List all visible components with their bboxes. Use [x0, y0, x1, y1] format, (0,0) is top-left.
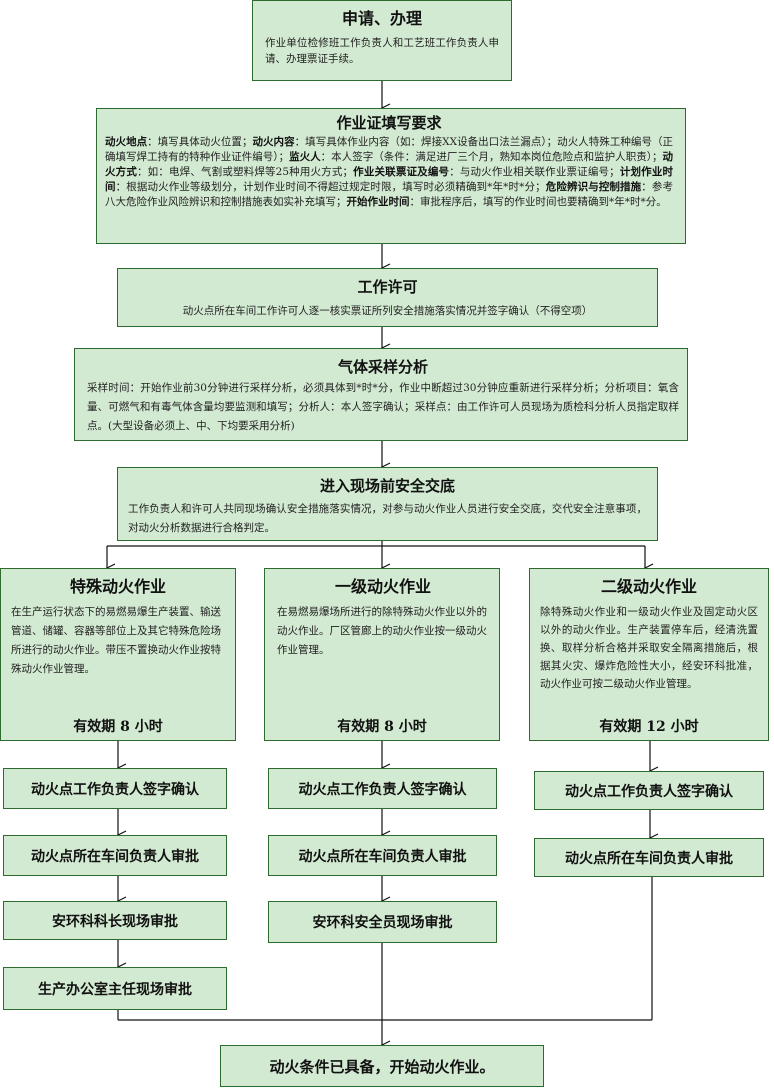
- branch-level1-desc: 在易燃易爆场所进行的除特殊动火作业以外的动火作业。厂区管廊上的动火作业按一级动火…: [277, 606, 487, 656]
- apply-title: 申请、办理: [341, 9, 422, 28]
- level2-step-2: 动火点所在车间负责人审批: [534, 838, 764, 877]
- branch-level2: 二级动火作业 除特殊动火作业和一级动火作业及固定动火区以外的动火作业。生产装置停…: [529, 568, 769, 741]
- requirement-text: ：填写具体动火位置；: [147, 136, 253, 148]
- gas-title: 气体采样分析: [337, 358, 428, 376]
- requirement-text: ：如：电焊、气割或塑料焊等25种用火方式；: [137, 166, 354, 178]
- requirements-text: 动火地点：填写具体动火位置；动火内容：填写具体作业内容（如：焊接XX设备出口法兰…: [105, 135, 673, 210]
- branch-special-desc: 在生产运行状态下的易燃易爆生产装置、输送管道、储罐、容器等部位上及其它特殊危险场…: [11, 606, 221, 675]
- requirement-text: ：审批程序后，填写的作业时间也要精确到*年*时*分。: [409, 196, 667, 208]
- branch-special-title: 特殊动火作业: [69, 577, 166, 596]
- level1-step-1: 动火点工作负责人签字确认: [268, 768, 497, 809]
- requirement-key: 计划作业时间: [105, 166, 674, 193]
- branch-level2-desc: 除特殊动火作业和一级动火作业及固定动火区以外的动火作业。生产装置停车后，经清洗置…: [540, 606, 758, 690]
- briefing-desc: 工作负责人和许可人共同现场确认安全措施落实情况，对参与动火作业人员进行安全交底，…: [128, 503, 647, 534]
- final-box: 动火条件已具备，开始动火作业。: [220, 1045, 544, 1087]
- branch-level1: 一级动火作业 在易燃易爆场所进行的除特殊动火作业以外的动火作业。厂区管廊上的动火…: [264, 568, 500, 741]
- requirement-key: 作业关联票证及编号: [353, 166, 450, 178]
- branch-level1-title: 一级动火作业: [334, 577, 431, 596]
- branch-special: 特殊动火作业 在生产运行状态下的易燃易爆生产装置、输送管道、储罐、容器等部位上及…: [0, 568, 236, 741]
- requirement-key: 危险辨识与控制措施: [545, 181, 642, 193]
- permit-title: 工作许可: [357, 278, 418, 296]
- requirements-box: 作业证填写要求 动火地点：填写具体动火位置；动火内容：填写具体作业内容（如：焊接…: [96, 108, 686, 244]
- briefing-box: 进入现场前安全交底 工作负责人和许可人共同现场确认安全措施落实情况，对参与动火作…: [117, 467, 658, 541]
- branch-special-validity: 有效期 8 小时: [73, 719, 163, 735]
- level2-step-1: 动火点工作负责人签字确认: [534, 771, 764, 810]
- permit-desc: 动火点所在车间工作许可人逐一核实票证所列安全措施落实情况并签字确认（不得空项）: [182, 305, 593, 317]
- level1-step-2: 动火点所在车间负责人审批: [268, 835, 497, 876]
- level1-step-3: 安环科安全员现场审批: [268, 901, 497, 943]
- branch-level2-validity: 有效期 12 小时: [599, 719, 699, 735]
- apply-desc: 作业单位检修班工作负责人和工艺班工作负责人申请、办理票证手续。: [265, 37, 499, 65]
- requirement-text: ：本人签字（条件：满足进厂三个月，熟知本岗位危险点和监护人职责）；: [320, 151, 663, 163]
- special-step-1: 动火点工作负责人签字确认: [3, 768, 227, 809]
- special-step-2: 动火点所在车间负责人审批: [3, 835, 227, 876]
- apply-box: 申请、办理 作业单位检修班工作负责人和工艺班工作负责人申请、办理票证手续。: [252, 0, 512, 81]
- special-step-3: 安环科科长现场审批: [3, 901, 227, 940]
- briefing-title: 进入现场前安全交底: [319, 477, 455, 495]
- permit-box: 工作许可 动火点所在车间工作许可人逐一核实票证所列安全措施落实情况并签字确认（不…: [117, 268, 658, 327]
- requirement-key: 监火人: [289, 151, 321, 163]
- gas-desc: 采样时间：开始作业前30分钟进行采样分析，必须具体到*时*分，作业中断超过30分…: [87, 382, 679, 432]
- special-step-4: 生产办公室主任现场审批: [3, 967, 227, 1010]
- requirements-title: 作业证填写要求: [336, 114, 442, 132]
- requirement-key: 动火内容: [252, 136, 295, 148]
- gas-box: 气体采样分析 采样时间：开始作业前30分钟进行采样分析，必须具体到*时*分，作业…: [74, 348, 688, 441]
- requirement-key: 动火方式: [105, 151, 674, 178]
- branch-level1-validity: 有效期 8 小时: [337, 719, 427, 735]
- requirement-text: ：填写具体作业内容（如：焊接XX设备出口法兰漏点）；动火人特殊工种编号（正确填写…: [105, 136, 674, 163]
- requirement-text: ：参考八大危险作业风险辨识和控制措施表如实补充填写；: [105, 181, 674, 208]
- requirement-text: ：与动火作业相关联作业票证编号；: [449, 166, 620, 178]
- requirement-key: 开始作业时间: [346, 196, 410, 208]
- requirement-key: 动火地点: [105, 136, 148, 148]
- branch-level2-title: 二级动火作业: [600, 577, 697, 596]
- requirement-text: ：根据动火作业等级划分，计划作业时间不得超过规定时限，填写时必须精确到*年*时*…: [115, 181, 546, 193]
